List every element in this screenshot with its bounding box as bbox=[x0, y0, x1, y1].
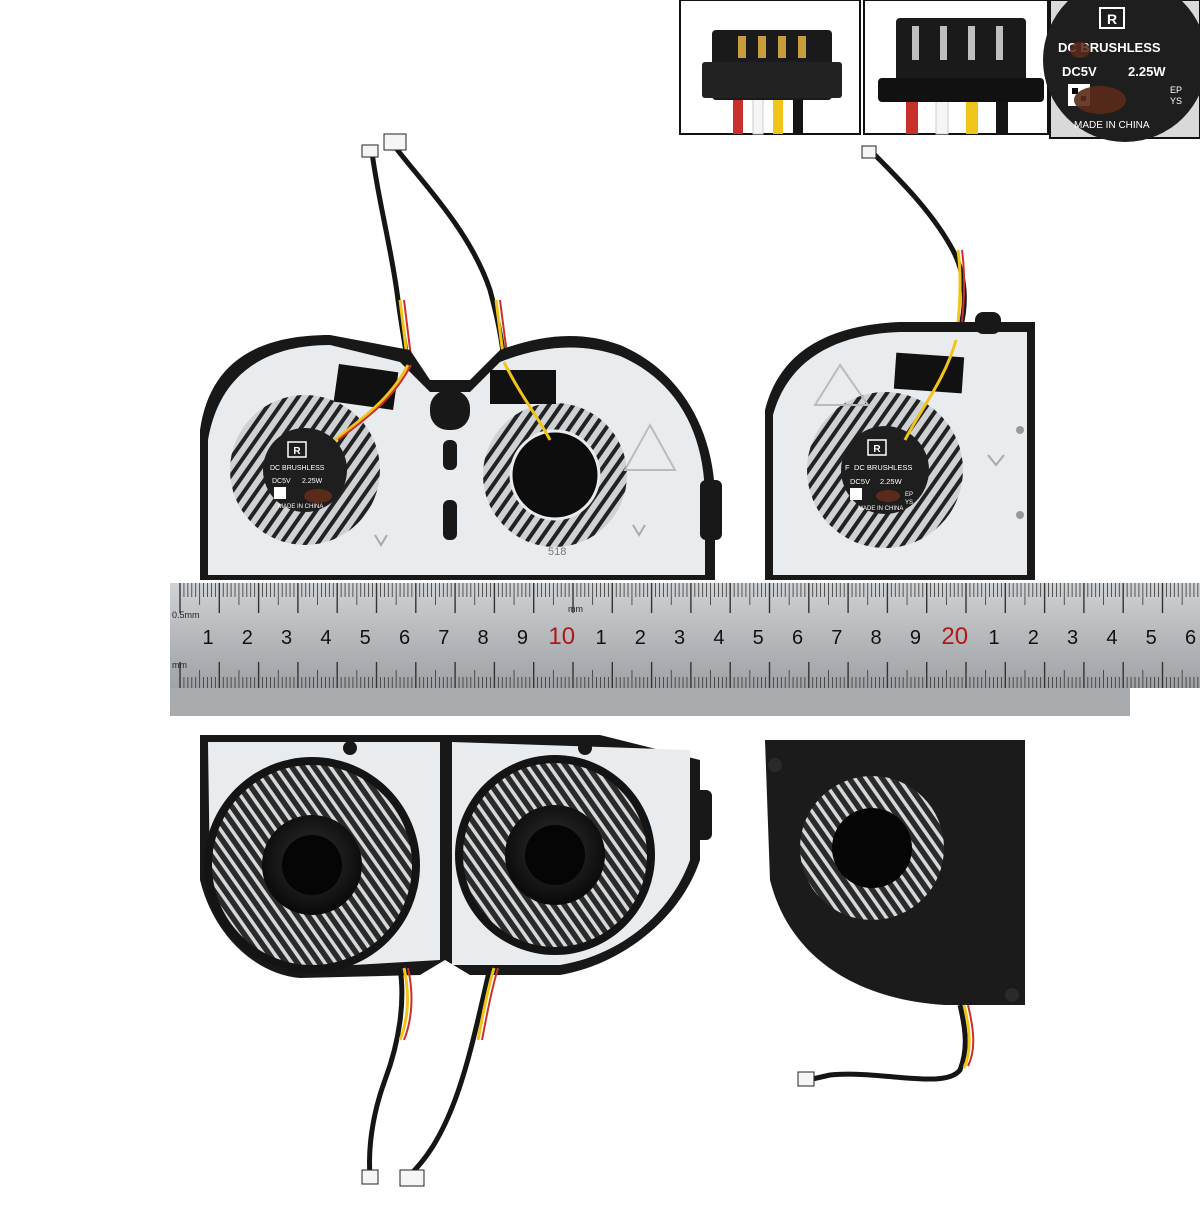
ruler-number: 7 bbox=[831, 627, 842, 649]
fan-part-number: 518 bbox=[548, 546, 566, 558]
inset-power-text: 2.25W bbox=[1128, 64, 1166, 79]
svg-text:R: R bbox=[873, 444, 881, 455]
fan1-origin-text: MADE IN CHINA bbox=[278, 504, 323, 510]
dual-fan-bottom bbox=[200, 735, 712, 1187]
ruler-number: 3 bbox=[674, 627, 685, 649]
ruler-ticks bbox=[179, 583, 1199, 688]
ruler-number: 3 bbox=[1067, 627, 1078, 649]
ruler-number: 2 bbox=[635, 627, 646, 649]
ruler-number: 9 bbox=[517, 627, 528, 649]
fan3-origin-text: MADE IN CHINA bbox=[858, 506, 903, 512]
ruler-number: 10 bbox=[548, 623, 575, 650]
ruler-unit-top: 0.5mm bbox=[172, 610, 200, 620]
ruler-number: 7 bbox=[438, 627, 449, 649]
steel-ruler: 0.5mm mm mm 1 2 3 4 5 6 7 8 9 10 1 2 3 4 5 6 7 8 9 20 1 2 3 4 5 6 bbox=[170, 583, 1200, 716]
ruler-number: 3 bbox=[281, 627, 292, 649]
fan1-brand-text: DC BRUSHLESS bbox=[270, 465, 325, 472]
ruler-number: 20 bbox=[941, 623, 968, 650]
fan1-power-text: 2.25W bbox=[302, 478, 323, 485]
ruler-number: 6 bbox=[792, 627, 803, 649]
ruler-number: 4 bbox=[1106, 627, 1117, 649]
ruler-number: 5 bbox=[1146, 627, 1157, 649]
ruler-number: 8 bbox=[478, 627, 489, 649]
ruler-number: 2 bbox=[1028, 627, 1039, 649]
fan3-prefix-text: F bbox=[845, 463, 850, 472]
ruler-number: 1 bbox=[595, 627, 606, 649]
fan1-voltage-text: DC5V bbox=[272, 478, 291, 485]
inset-voltage-text: DC5V bbox=[1062, 64, 1097, 79]
inset-ep-text: EP bbox=[1170, 85, 1182, 95]
connector-inset-front bbox=[679, 0, 861, 135]
single-fan-bottom-black bbox=[765, 740, 1025, 1087]
ruler-unit-side: mm bbox=[172, 660, 187, 670]
ruler-number: 1 bbox=[202, 627, 213, 649]
ruler-number: 6 bbox=[1185, 627, 1196, 649]
fan3-voltage-text: DC5V bbox=[850, 477, 870, 486]
fan3-ep-text: EP bbox=[905, 492, 913, 498]
connector-inset-side bbox=[863, 0, 1049, 135]
single-fan-top: R F DC BRUSHLESS DC5V 2.25W EP YS MADE I… bbox=[765, 145, 1035, 580]
ruler-number: 5 bbox=[360, 627, 371, 649]
dual-fan-top: R DC BRUSHLESS DC5V 2.25W MADE IN CHINA … bbox=[200, 133, 722, 580]
ruler-number: 1 bbox=[988, 627, 999, 649]
fan-label-inset: R DC BRUSHLESS DC5V 2.25W EP YS MADE IN … bbox=[1043, 0, 1200, 142]
ruler-number: 5 bbox=[753, 627, 764, 649]
ruler-number: 6 bbox=[399, 627, 410, 649]
svg-text:R: R bbox=[1107, 11, 1117, 27]
ruler-numbers: 1 2 3 4 5 6 7 8 9 10 1 2 3 4 5 6 7 8 9 20 1 2 3 4 5 6 bbox=[202, 623, 1196, 650]
ruler-unit-mid: mm bbox=[568, 604, 583, 614]
ruler-number: 8 bbox=[871, 627, 882, 649]
inset-ys-text: YS bbox=[1170, 96, 1182, 106]
svg-text:R: R bbox=[293, 446, 301, 457]
ruler-number: 2 bbox=[242, 627, 253, 649]
fan3-power-text: 2.25W bbox=[880, 477, 903, 486]
fan3-ys-text: YS bbox=[905, 500, 913, 506]
inset-origin-text: MADE IN CHINA bbox=[1074, 120, 1150, 131]
fan3-brand-text: DC BRUSHLESS bbox=[854, 463, 912, 472]
ruler-number: 9 bbox=[910, 627, 921, 649]
ruler-number: 4 bbox=[320, 627, 331, 649]
ruler-number: 4 bbox=[713, 627, 724, 649]
